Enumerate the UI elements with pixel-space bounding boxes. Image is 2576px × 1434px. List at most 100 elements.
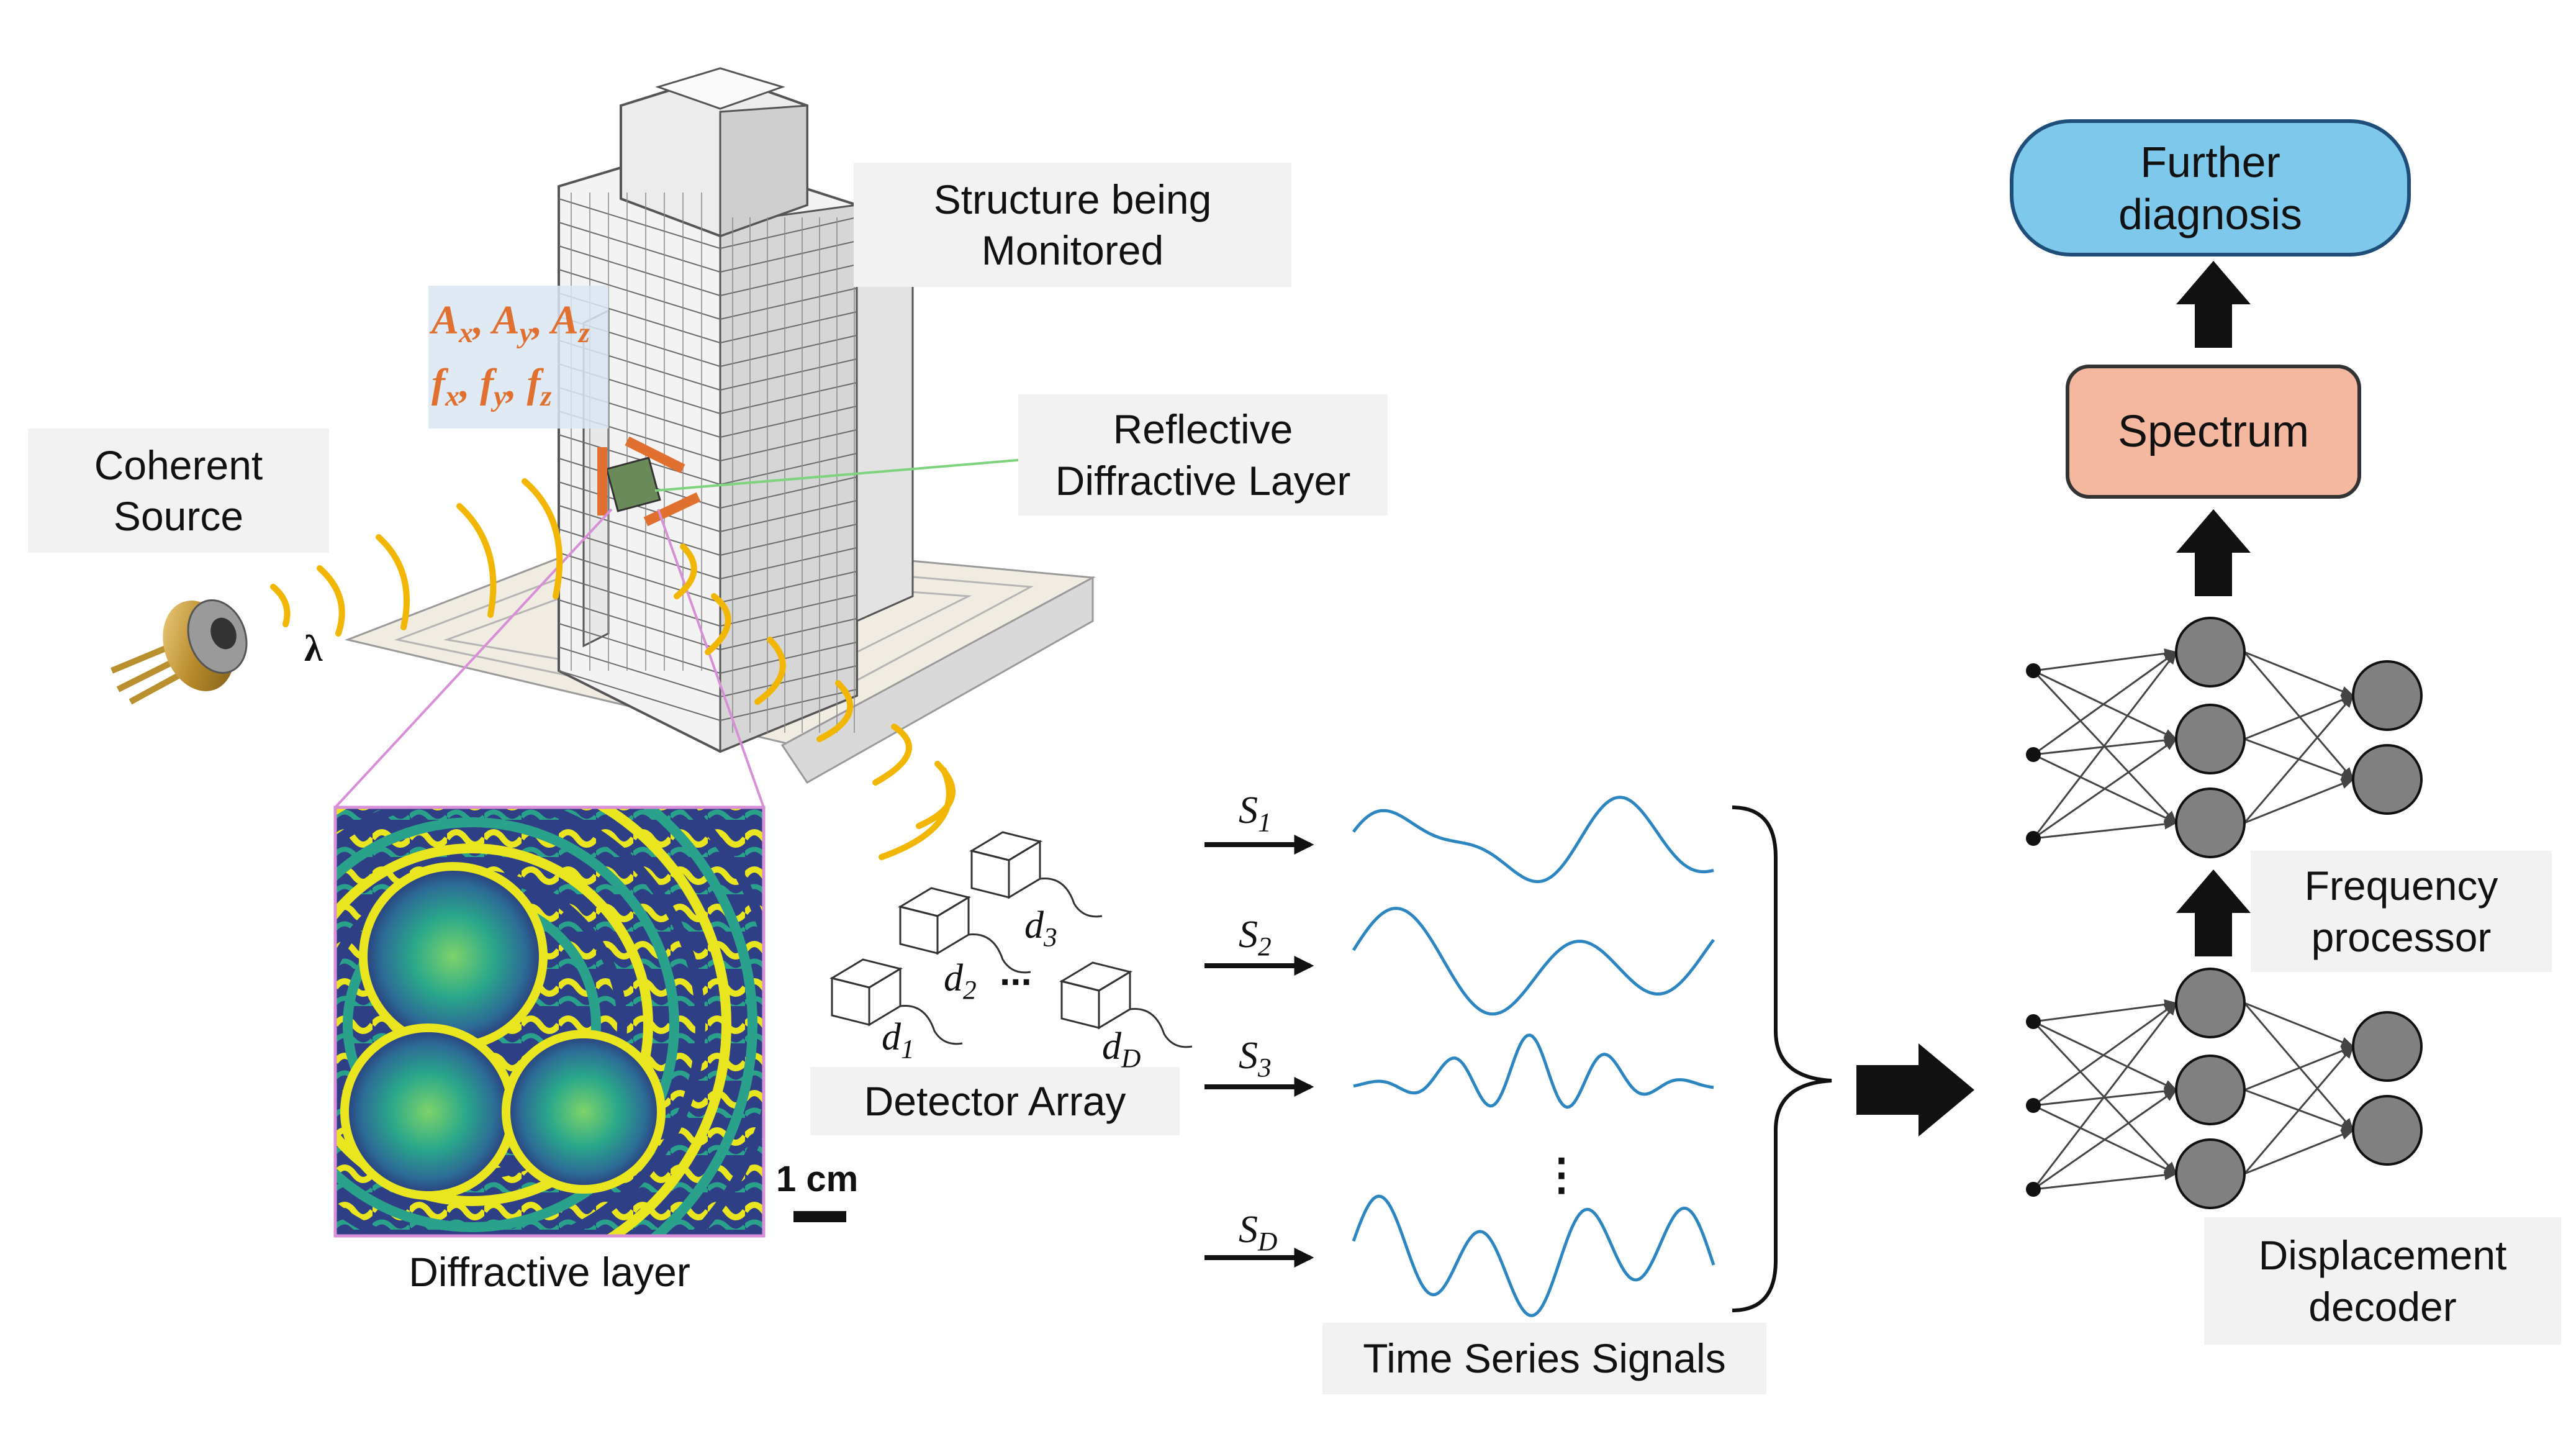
floor-line (558, 599, 721, 650)
floor-line (720, 335, 857, 367)
floor-line (720, 358, 857, 391)
floor-line (720, 429, 857, 461)
time-series-wave-2 (1352, 907, 1715, 1016)
floor-line (720, 547, 857, 579)
structure-label-line1: Structure being (933, 176, 1212, 222)
floor-line (720, 406, 857, 438)
nn-edge (2033, 999, 2178, 1023)
detector-3 (969, 831, 1103, 918)
nn-edge (2244, 651, 2354, 697)
nn-edge (2244, 1002, 2354, 1048)
fringe-ring (335, 843, 653, 1206)
nn-output-neuron (2352, 1095, 2423, 1166)
frequency-processor-label: Frequency processor (2251, 851, 2552, 972)
floor-line (720, 476, 857, 509)
nn-hidden-neuron (2175, 787, 2246, 858)
floor-line (720, 264, 857, 296)
floor-line (558, 623, 721, 674)
detector-array (829, 831, 1193, 1048)
detector-d1-label: d1 (882, 1016, 915, 1064)
detector-d2-label: d2 (944, 957, 977, 1005)
coherent-label-line1: Coherent (94, 442, 263, 488)
nn-edge (2243, 1045, 2354, 1174)
signal-s3-label: S3 (1239, 1035, 1272, 1083)
nn-input-node (2026, 1014, 2041, 1029)
detector-1 (829, 958, 963, 1045)
nn-input-node (2026, 747, 2041, 762)
nn-edge (2033, 738, 2177, 840)
lambda-label: λ (304, 628, 323, 669)
signal-vdots: ⋮ (1540, 1150, 1583, 1199)
floor-line (720, 217, 857, 249)
floor-line (720, 618, 857, 650)
displacement-label-line2: decoder (2308, 1283, 2457, 1330)
signal-brace (1732, 805, 1832, 1312)
nn-edge (2033, 651, 2177, 756)
up-arrows (2176, 261, 2251, 956)
detector-2 (898, 887, 1031, 974)
floor-line (720, 453, 857, 485)
signal-s1-label: S1 (1239, 789, 1272, 838)
floor-line (558, 576, 721, 627)
nn-output-neuron (2352, 744, 2423, 815)
floor-line (720, 665, 857, 697)
coherent-source-label: Coherent Source (28, 429, 329, 553)
floor-line (720, 311, 857, 343)
fringe-ring (641, 807, 757, 1236)
nn-edge (2033, 735, 2178, 756)
spectrum-text: Spectrum (2068, 366, 2359, 497)
floor-line (558, 222, 721, 273)
floor-line (558, 670, 721, 721)
detector-dD-label: dD (1102, 1025, 1141, 1074)
nn-edge (2243, 694, 2354, 824)
signal-arrows (1204, 835, 1314, 1268)
signal-s2-label: S2 (1239, 914, 1272, 962)
reflective-layer-label: Reflective Diffractive Layer (1018, 394, 1388, 515)
detector-d3-label: d3 (1024, 904, 1057, 953)
nn-edge (2244, 1045, 2354, 1091)
nn-output-neuron (2352, 660, 2423, 731)
nn-edge (2032, 651, 2177, 839)
floor-line (720, 500, 857, 532)
floor-line (558, 245, 721, 296)
fringe-ring (335, 807, 705, 1236)
further-line1: Further (2140, 137, 2280, 186)
scale-bar (793, 1211, 846, 1222)
fringe-ring (335, 817, 679, 1232)
further-diagnosis-text: Further diagnosis (2012, 121, 2409, 255)
nn-input-node (2026, 663, 2041, 678)
floor-line (720, 524, 857, 556)
nn-edge (2244, 1129, 2354, 1175)
light-wavefronts (270, 478, 956, 860)
nn-input-node (2026, 831, 2041, 846)
nn-hidden-neuron (2175, 704, 2246, 774)
nn-edge (2243, 1002, 2354, 1132)
signal-sD-label: SD (1239, 1209, 1278, 1257)
nn-edge (2033, 1169, 2178, 1191)
nn-edge (2033, 1086, 2178, 1107)
floor-line (720, 382, 857, 414)
nn-edge (2033, 819, 2178, 840)
parameter-box (428, 286, 608, 429)
nn-input-node (2026, 1182, 2041, 1197)
coherent-label-line2: Source (113, 493, 244, 539)
displacement-decoder-label: Displacement decoder (2204, 1217, 2561, 1345)
laser-diode-icon (111, 599, 248, 705)
detector-array-label: Detector Array (810, 1067, 1180, 1135)
floor-line (558, 552, 721, 603)
nn-edge (2032, 1002, 2177, 1190)
nn-edge (2033, 1020, 2177, 1091)
frequency-params-label: fx, fy, fz (432, 361, 552, 412)
diffractive-layer-caption: Diffractive layer (409, 1249, 690, 1295)
time-series-wave-3 (1353, 1033, 1714, 1109)
structure-label: Structure being Monitored (854, 163, 1291, 287)
time-series-wave-4 (1352, 1194, 1715, 1317)
nn-hidden-neuron (2175, 617, 2246, 688)
amplitude-label: Ax, Ay, Az (432, 297, 590, 349)
time-series-wave-1 (1352, 796, 1714, 884)
frequency-processor-network (2026, 617, 2423, 858)
time-series-waves (1352, 796, 1715, 1317)
further-diagnosis-box (2010, 119, 2411, 256)
zoom-guide-right (657, 509, 765, 808)
